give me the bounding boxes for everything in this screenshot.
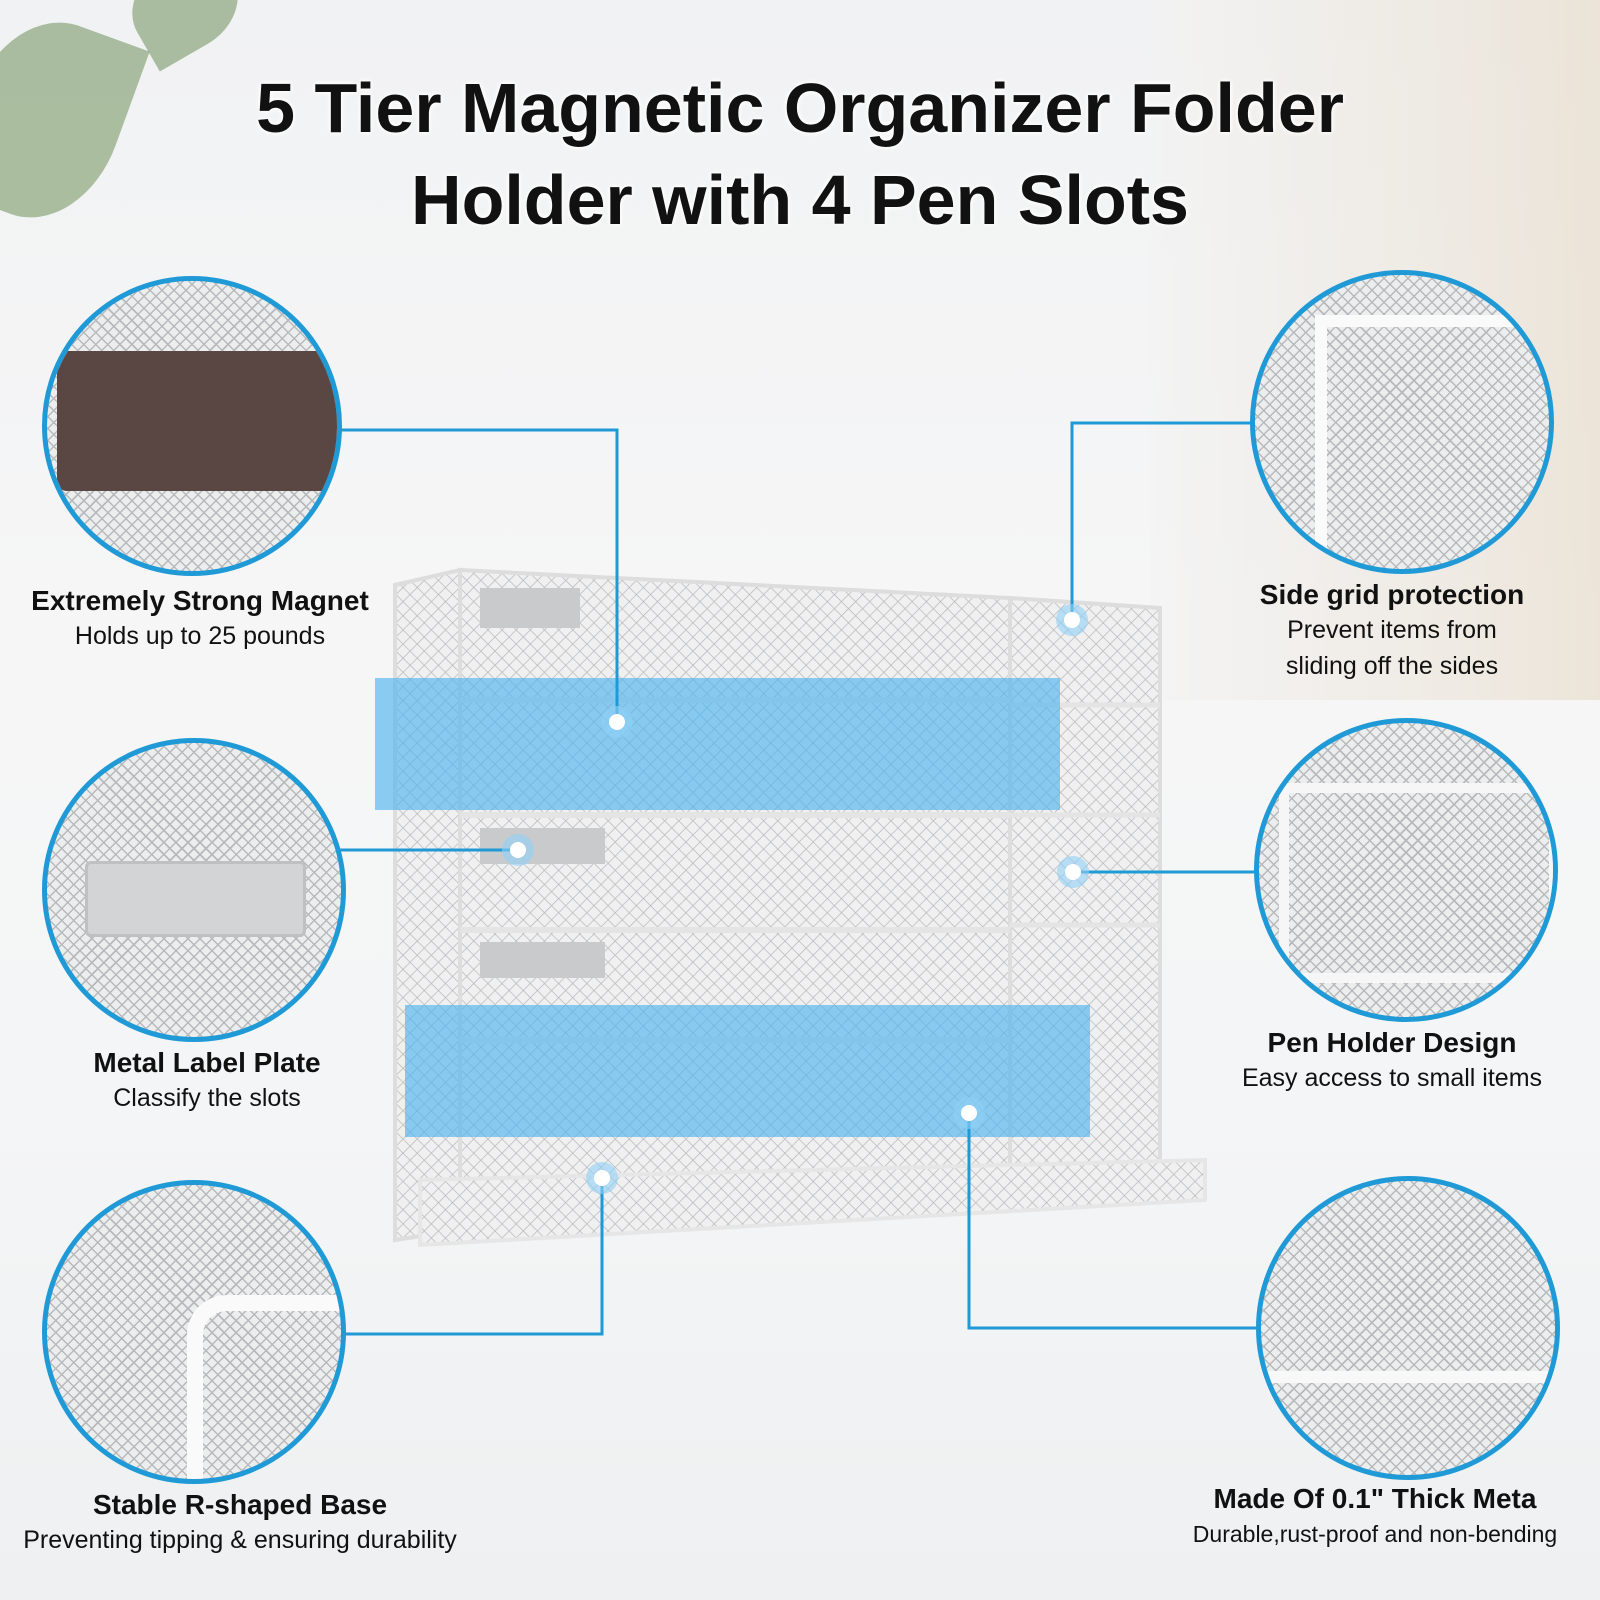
feature-label-pen-holder: Pen Holder Design Easy access to small i…: [1192, 1026, 1592, 1096]
feature-heading: Metal Label Plate: [93, 1047, 321, 1078]
feature-label-side-grid: Side grid protection Prevent items from …: [1192, 578, 1592, 684]
feature-description: Easy access to small items: [1241, 1064, 1543, 1092]
feature-heading: Pen Holder Design: [1267, 1027, 1517, 1058]
magnet-strip-image: [57, 351, 337, 491]
feature-description: Durable,rust-proof and non-bending: [1192, 1521, 1558, 1547]
organizer-body: [393, 567, 1207, 1248]
title-line-1: 5 Tier Magnetic Organizer Folder: [256, 69, 1344, 147]
feature-label-label-plate: Metal Label Plate Classify the slots: [0, 1046, 414, 1116]
metal-bar-image: [1261, 1371, 1555, 1383]
highlight-magnet-strip: [375, 678, 1060, 810]
feature-heading: Made Of 0.1" Thick Meta: [1213, 1483, 1537, 1514]
feature-heading: Stable R-shaped Base: [92, 1489, 388, 1520]
label-plate-image: [85, 861, 306, 937]
base-detail-circle: [42, 1180, 346, 1484]
feature-description: Prevent items from: [1287, 616, 1497, 644]
page-title: 5 Tier Magnetic Organizer Folder Holder …: [0, 62, 1600, 246]
side-frame-image: [1315, 315, 1549, 569]
feature-heading: Side grid protection: [1259, 579, 1525, 610]
hotspot-dots: [502, 604, 1089, 1194]
feature-heading: Extremely Strong Magnet: [31, 585, 369, 616]
feature-description: sliding off the sides: [1285, 652, 1499, 680]
label-plate-detail-circle: [42, 738, 346, 1042]
feature-description: Holds up to 25 pounds: [74, 622, 326, 650]
feature-description: Preventing tipping & ensuring durability: [23, 1526, 457, 1554]
feature-description: Classify the slots: [113, 1084, 301, 1112]
feature-label-base: Stable R-shaped Base Preventing tipping …: [0, 1488, 480, 1558]
pen-holder-frame-image: [1279, 783, 1553, 983]
pen-holder-detail-circle: [1254, 718, 1558, 1022]
title-line-2: Holder with 4 Pen Slots: [411, 161, 1189, 239]
highlight-base-strip: [405, 1005, 1090, 1137]
base-rail-image: [187, 1295, 341, 1479]
feature-label-magnet: Extremely Strong Magnet Holds up to 25 p…: [0, 584, 400, 654]
connector-lines: [340, 421, 1258, 1336]
thick-metal-detail-circle: [1256, 1176, 1560, 1480]
feature-label-thick-metal: Made Of 0.1" Thick Meta Durable,rust-pro…: [1150, 1482, 1600, 1552]
magnet-detail-circle: [42, 276, 342, 576]
side-grid-detail-circle: [1250, 270, 1554, 574]
